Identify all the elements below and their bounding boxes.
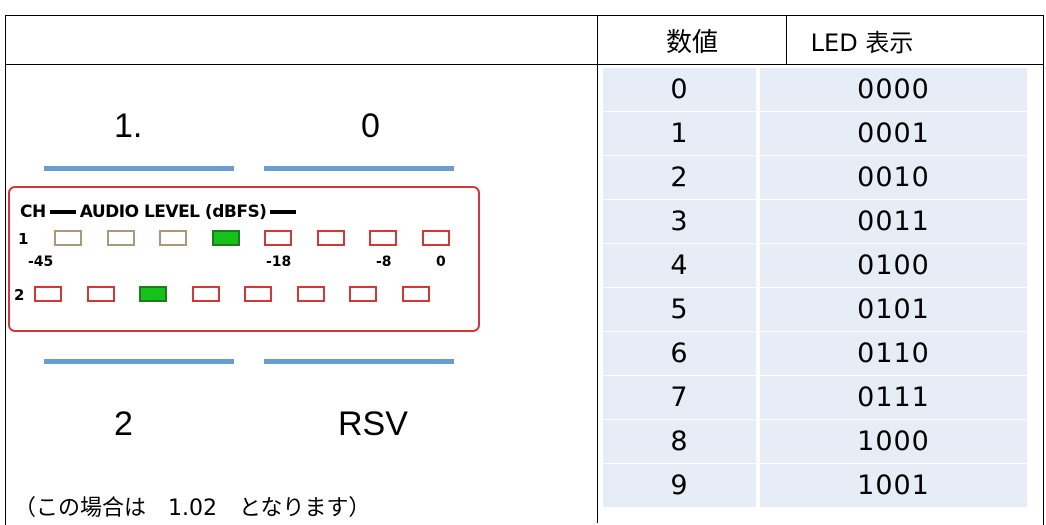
led-code-cell: 0000	[760, 68, 1027, 111]
led-indicator	[34, 286, 62, 302]
led-indicator	[369, 230, 397, 246]
header-divider	[5, 64, 1044, 65]
table-row: 3 0011	[603, 200, 1027, 243]
audio-level-label: AUDIO LEVEL (dBFS)	[79, 202, 267, 222]
table-row: 6 0110	[603, 332, 1027, 375]
channel-1-label: 1	[18, 230, 29, 248]
value-text: 7	[670, 382, 689, 413]
led-code-text: 0110	[857, 338, 930, 369]
led-indicator	[139, 286, 167, 302]
led-indicator	[211, 230, 240, 246]
table-row: 4 0100	[603, 244, 1027, 287]
value-text: 4	[670, 250, 689, 281]
led-indicator	[191, 286, 220, 302]
value-cell: 7	[603, 376, 756, 419]
channel-2-label: 2	[14, 286, 25, 304]
led-code-text: 0101	[857, 294, 930, 325]
table-row: 1 0001	[603, 112, 1027, 155]
value-cell: 1	[603, 112, 756, 155]
led-code-text: 0010	[857, 162, 930, 193]
led-code-text: 1000	[857, 426, 930, 457]
column-divider-main	[597, 15, 598, 523]
led-indicator	[349, 286, 377, 302]
led-indicator	[316, 230, 345, 246]
segment-bar-bottom-left	[44, 359, 234, 364]
value-text: 6	[670, 338, 689, 369]
header-led-display: LED 表示	[810, 28, 914, 57]
value-text: 2	[670, 162, 689, 193]
value-cell: 4	[603, 244, 756, 287]
title-line-right	[270, 210, 297, 214]
led-code-cell: 0010	[760, 156, 1027, 199]
value-text: 0	[670, 74, 689, 105]
led-indicator	[86, 286, 115, 302]
scale-label-minus18: -18	[266, 254, 292, 270]
scale-label-minus8: -8	[376, 254, 392, 270]
led-code-cell: 0001	[760, 112, 1027, 155]
digit-bottom-right: RSV	[338, 405, 408, 443]
led-code-text: 0001	[857, 118, 930, 149]
led-code-cell: 1000	[760, 420, 1027, 463]
example-note: （この場合は 1.02 となります）	[14, 496, 371, 521]
led-code-text: 0111	[857, 382, 930, 413]
led-code-cell: 0110	[760, 332, 1027, 375]
led-code-text: 0000	[857, 74, 930, 105]
value-cell: 6	[603, 332, 756, 375]
table-row: 5 0101	[603, 288, 1027, 331]
value-cell: 0	[603, 68, 756, 111]
led-indicator	[401, 286, 430, 302]
led-code-cell: 0011	[760, 200, 1027, 243]
led-code-text: 0100	[857, 250, 930, 281]
segment-bar-bottom-right	[264, 359, 454, 364]
led-code-text: 1001	[857, 470, 930, 501]
led-indicator	[264, 230, 292, 246]
led-indicator	[296, 286, 325, 302]
header-value: 数値	[665, 27, 718, 58]
segment-bar-top-left	[44, 166, 234, 171]
led-code-cell: 0111	[760, 376, 1027, 419]
led-indicator	[54, 230, 82, 246]
table-row: 7 0111	[603, 376, 1027, 419]
led-indicator	[421, 230, 450, 246]
ch-label: CH	[20, 202, 46, 222]
led-indicator	[106, 230, 135, 246]
table-row: 2 0010	[603, 156, 1027, 199]
value-text: 9	[670, 470, 689, 501]
table-frame	[5, 15, 1044, 525]
value-cell: 3	[603, 200, 756, 243]
audio-panel-title: CH AUDIO LEVEL (dBFS)	[20, 202, 300, 222]
table-row: 8 1000	[603, 420, 1027, 463]
audio-level-panel: CH AUDIO LEVEL (dBFS) 1 -45 -18 -8 0 2	[8, 186, 480, 332]
led-code-cell: 0101	[760, 288, 1027, 331]
scale-label-minus45: -45	[28, 254, 54, 270]
digit-top-right: 0	[361, 107, 380, 145]
column-divider-header	[786, 15, 787, 64]
led-indicator	[244, 286, 272, 302]
value-text: 1	[670, 118, 689, 149]
title-line-left	[49, 210, 76, 214]
value-text: 3	[670, 206, 689, 237]
value-text: 8	[670, 426, 689, 457]
value-text: 5	[670, 294, 689, 325]
segment-bar-top-right	[264, 166, 454, 171]
led-indicator	[159, 230, 187, 246]
digit-bottom-left: 2	[114, 405, 133, 443]
led-code-cell: 1001	[760, 464, 1027, 507]
led-code-cell: 0100	[760, 244, 1027, 287]
value-cell: 2	[603, 156, 756, 199]
value-cell: 9	[603, 464, 756, 507]
value-cell: 8	[603, 420, 756, 463]
digit-top-left: 1.	[114, 107, 143, 145]
value-cell: 5	[603, 288, 756, 331]
led-code-text: 0011	[857, 206, 930, 237]
scale-label-zero: 0	[436, 254, 446, 270]
table-row: 9 1001	[603, 464, 1027, 507]
